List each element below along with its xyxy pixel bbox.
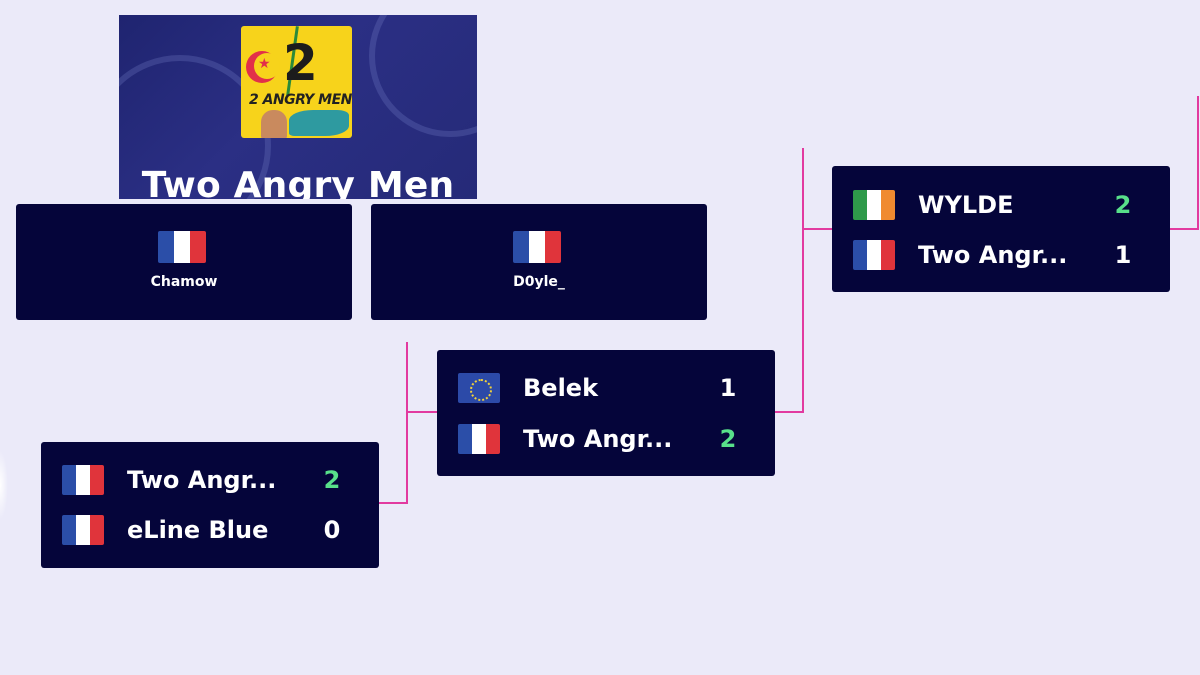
france-flag-icon (513, 231, 561, 263)
edge-glow (0, 450, 8, 520)
player-name: D0yle_ (513, 274, 565, 290)
france-flag-icon (853, 240, 895, 270)
team-header: ★ 2 2 ANGRY MEN Two Angry Men (119, 15, 477, 199)
match-card-round1[interactable]: Two Angr... 2 eLine Blue 0 (41, 442, 379, 568)
background-wheel-shape (369, 15, 477, 137)
score: 0 (323, 516, 341, 544)
match-row: Two Angr... 1 (832, 237, 1170, 277)
star-icon: ★ (258, 56, 271, 72)
team-name: Two Angr... (523, 425, 673, 453)
bracket-connector (406, 411, 437, 413)
score: 2 (719, 425, 737, 453)
france-flag-icon (158, 231, 206, 263)
match-row: Two Angr... 2 (437, 421, 775, 461)
bracket-connector (379, 502, 407, 504)
bracket-connector (774, 411, 803, 413)
match-row: WYLDE 2 (832, 187, 1170, 227)
logo-crowd-illustration (289, 110, 349, 136)
eu-flag-icon (458, 373, 500, 403)
france-flag-icon (458, 424, 500, 454)
team-name: Two Angry Men (141, 165, 455, 200)
bracket-connector (406, 342, 408, 504)
team-name: Two Angr... (127, 466, 277, 494)
score: 1 (1114, 241, 1132, 269)
team-name: WYLDE (918, 191, 1014, 219)
match-card-round2[interactable]: Belek 1 Two Angr... 2 (437, 350, 775, 476)
logo-face-illustration (261, 110, 287, 138)
ireland-flag-icon (853, 190, 895, 220)
match-row: Two Angr... 2 (41, 462, 379, 502)
bracket-connector (1169, 228, 1199, 230)
player-card[interactable]: Chamow (16, 204, 352, 320)
score: 1 (719, 374, 737, 402)
bracket-connector (1197, 96, 1199, 230)
team-name: Belek (523, 374, 599, 402)
france-flag-icon (62, 515, 104, 545)
bracket-connector (802, 148, 804, 413)
team-name: Two Angr... (918, 241, 1068, 269)
match-row: eLine Blue 0 (41, 512, 379, 552)
score: 2 (323, 466, 341, 494)
match-card-round3[interactable]: WYLDE 2 Two Angr... 1 (832, 166, 1170, 292)
bracket-connector (802, 228, 832, 230)
team-name: eLine Blue (127, 516, 269, 544)
player-card[interactable]: D0yle_ (371, 204, 707, 320)
logo-wordmark: 2 ANGRY MEN (249, 92, 352, 108)
france-flag-icon (62, 465, 104, 495)
score: 2 (1114, 191, 1132, 219)
player-name: Chamow (150, 274, 218, 290)
match-row: Belek 1 (437, 370, 775, 410)
team-logo: ★ 2 2 ANGRY MEN (241, 26, 352, 138)
